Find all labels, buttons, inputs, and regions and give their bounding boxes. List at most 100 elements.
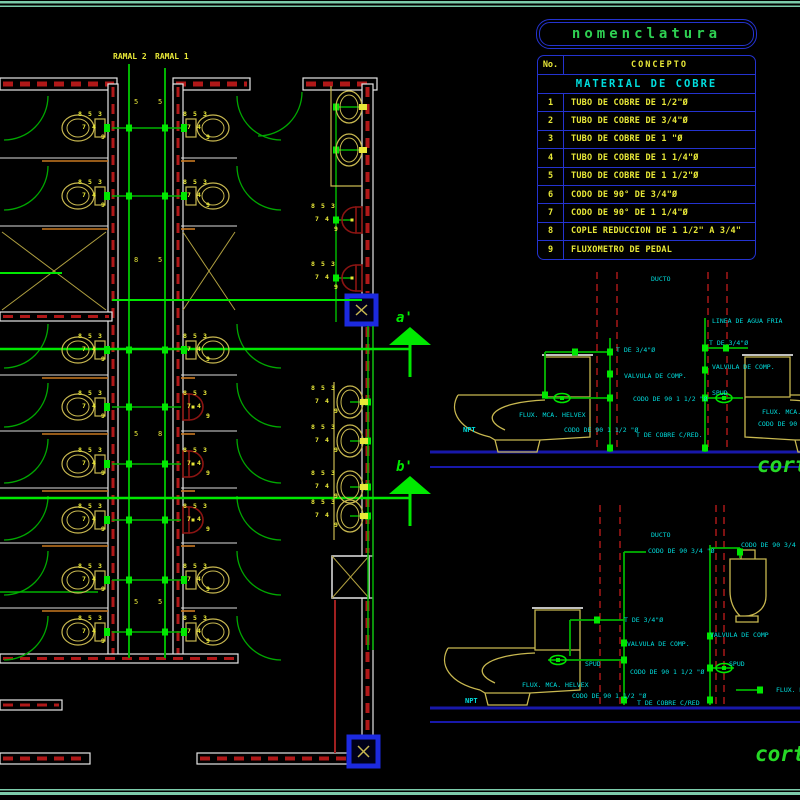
pipe-item-number: 8 [78,389,82,397]
pipe-item-number: 8 [78,502,82,510]
pipe-item-number: 5 [193,502,197,510]
urinal-drain [191,405,195,409]
urinal-plan [188,506,204,534]
valve-fitting [702,344,708,352]
toilet-bowl-plan [196,114,230,142]
pipe-item-number: 9 [101,469,105,477]
pipe-item-number: 3 [203,389,207,397]
row-number: 2 [547,116,554,127]
pipe-item-number: 5 [88,614,92,622]
sink-plan [340,389,360,415]
row-concept: TUBO DE COBRE DE 1 1/2"Ø [571,171,699,182]
pipe-item-number: 7 [187,515,191,523]
wall [172,83,184,661]
valve-fitting [126,628,132,636]
pipe-item-number: 9 [334,225,338,233]
drawing-label: FLUX. MCA. [762,408,800,416]
pipe-item-number: 5 [321,423,325,431]
door-swing-arc [3,165,49,211]
pipe-item-number: 5 [321,202,325,210]
valve-fitting [126,346,132,354]
drawing-label: VALVULA DE COMP. [627,640,690,648]
row-number: 4 [547,152,554,163]
valve-fitting [126,403,132,411]
cross-mark [357,745,370,758]
door-swing-arc [236,323,282,369]
valve-fitting [607,394,613,402]
door-swing-arc [3,438,49,484]
pipe-item-number: 7 [187,627,191,635]
pipe-item-number: 9 [334,407,338,415]
spud-connector [104,460,110,468]
border-band [0,5,800,7]
pipe-item-number: 4 [92,459,96,467]
drawing-label: FLUX. MCA. HELVEX [519,411,586,419]
door-swing-arc [3,550,49,596]
faucet [360,438,368,444]
urinal-plan [355,206,363,234]
door-swing-arc [236,550,282,596]
door-swing-arc [236,495,282,541]
spud-connector [104,124,110,132]
cross-mark [331,555,370,599]
urinal-plan [341,206,357,234]
pipe-item-number: 9 [334,283,338,291]
column-divider [563,94,564,112]
pipe-item-number: 9 [101,133,105,141]
pipe-item-number: 3 [331,202,335,210]
toilet-bowl-plan [61,114,95,142]
drawing-label: FLUX. M [776,686,800,694]
table-subheader-row: MATERIAL DE COBRE [538,74,755,93]
border-band [0,1,800,4]
valve-fitting [607,370,613,378]
section-title: corte [755,742,800,766]
pipe-item-number: 9 [334,521,338,529]
toilet-side-view [443,609,581,706]
pipe-item-number: 5 [321,469,325,477]
drawing-label: FLUX. MCA. HELVEX [522,681,589,689]
toilet-bowl-plan [201,570,225,590]
faucet [360,484,368,490]
toilet-bowl-plan [201,622,225,642]
valve-fitting [126,516,132,524]
spud-connector [104,516,110,524]
row-concept: COPLE REDUCCION DE 1 1/2" A 3/4" [571,226,742,237]
spud-connector [104,403,110,411]
pipe-item-number: 5 [88,110,92,118]
section-arrow-head [389,327,431,345]
valve-fitting [572,348,578,356]
section-arrow-head [389,476,431,494]
pipe-item-number: 3 [203,502,207,510]
urinal-plan [341,264,357,292]
flux-valve [715,392,733,404]
cross-mark [182,231,236,311]
toilet-bowl-plan [201,118,225,138]
toilet-bowl-plan [66,510,90,530]
pipe-item-number: 5 [193,389,197,397]
toilet-bowl-plan [201,186,225,206]
pipe-item-number: 7 [315,511,319,519]
door-swing-arc [236,438,282,484]
pipe-item-number: 9 [206,469,210,477]
row-number: 3 [547,134,554,145]
pipe-item-number: 7 [82,459,86,467]
pipe-item-number: 8 [311,498,315,506]
valve-fitting [707,664,713,672]
drawing-label: CODO DE 90 3/4 "Ø [648,547,715,555]
flux-valve [715,662,733,674]
drawing-label: T DE 3/4"Ø [616,346,655,354]
pipe-item-number: 7 [315,482,319,490]
column-divider [563,167,564,185]
pipe-item-number: 5 [193,614,197,622]
spud-connector [181,628,187,636]
spud-connector [104,192,110,200]
column-divider [563,112,564,130]
drawing-label: CODO DE 90 1 1 [758,420,800,428]
pipe-item-number: 9 [101,201,105,209]
column-divider [563,130,564,149]
